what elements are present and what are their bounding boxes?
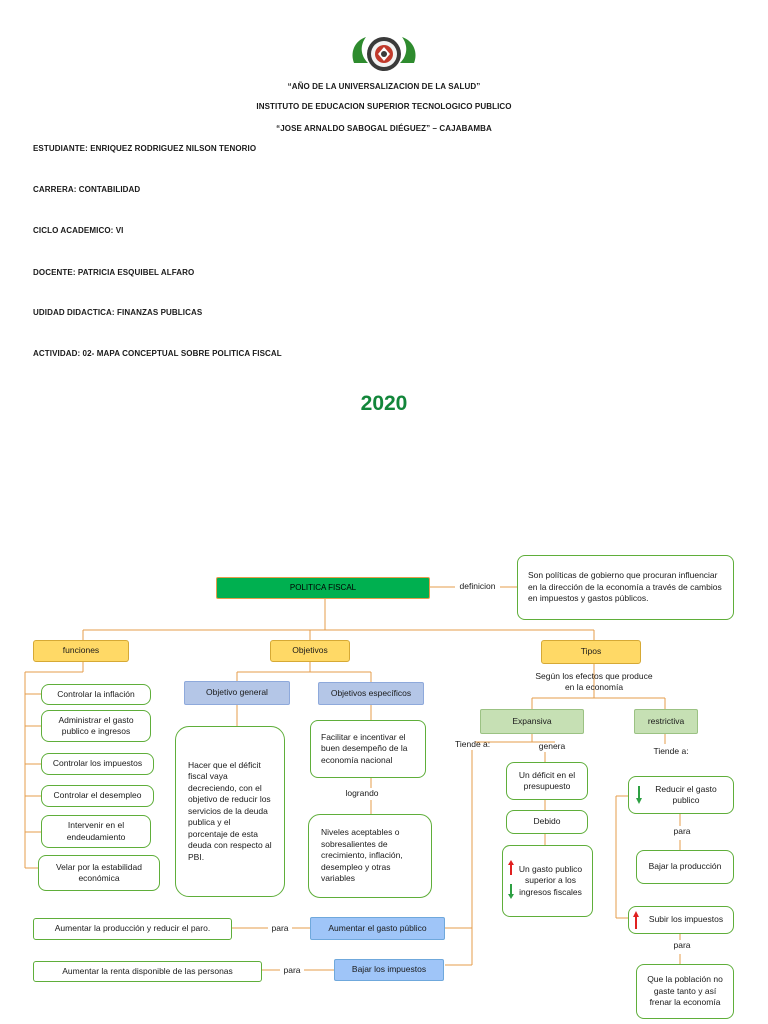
bajar-produccion-box: Bajar la producción bbox=[636, 850, 734, 884]
objetivo-general-title: Objetivo general bbox=[184, 681, 290, 705]
subir-impuestos-box: Subir los impuestos bbox=[628, 906, 734, 934]
debido-box: Debido bbox=[506, 810, 588, 834]
funcion-item: Controlar la inflación bbox=[41, 684, 151, 705]
definition-box: Son políticas de gobierno que procuran i… bbox=[517, 555, 734, 620]
link-para: para bbox=[283, 965, 301, 975]
link-logrando: logrando bbox=[345, 788, 379, 798]
funcion-item: Controlar los impuestos bbox=[41, 753, 154, 775]
arrow-up-icon bbox=[508, 860, 514, 875]
expansiva-tiende: Tiende a: bbox=[455, 739, 491, 749]
campus-name: “JOSE ARNALDO SABOGAL DIÉGUEZ” – CAJABAM… bbox=[276, 124, 492, 133]
teacher-line: DOCENTE: PATRICIA ESQUIBEL ALFARO bbox=[33, 268, 195, 277]
career-line: CARRERA: CONTABILIDAD bbox=[33, 185, 141, 194]
tipos-title: Tipos bbox=[541, 640, 641, 664]
arrow-down-icon bbox=[508, 884, 514, 899]
objetivo-especifico-text: Facilitar e incentivar el buen desempeño… bbox=[310, 720, 426, 778]
objetivos-title: Objetivos bbox=[270, 640, 350, 662]
year-title: 2020 bbox=[360, 392, 408, 415]
funcion-item: Velar por la estabilidad económica bbox=[38, 855, 160, 891]
arrow-up-icon bbox=[633, 911, 639, 929]
tipos-subtitle: Según los efectos que produce en la econ… bbox=[535, 671, 653, 693]
institute-logo bbox=[348, 33, 420, 75]
link-definicion: definicion bbox=[459, 581, 496, 591]
unit-line: UDIDAD DIDACTICA: FINANZAS PUBLICAS bbox=[33, 308, 203, 317]
aumentar-gasto-box: Aumentar el gasto público bbox=[310, 917, 445, 940]
reducir-gasto-text: Reducir el gasto publico bbox=[655, 783, 717, 805]
link-para: para bbox=[271, 923, 289, 933]
link-genera: genera bbox=[538, 741, 566, 751]
root-politica-fiscal: POLITICA FISCAL bbox=[216, 577, 430, 599]
subir-impuestos-text: Subir los impuestos bbox=[648, 914, 724, 925]
expansiva-title: Expansiva bbox=[480, 709, 584, 734]
restrictiva-tiende: Tiende a: bbox=[653, 746, 689, 756]
objetivos-especificos-title: Objetivos específicos bbox=[318, 682, 424, 705]
link-para: para bbox=[673, 940, 691, 950]
funciones-title: funciones bbox=[33, 640, 129, 662]
objetivo-result-text: Niveles aceptables o sobresalientes de c… bbox=[308, 814, 432, 898]
arrow-down-icon bbox=[636, 786, 642, 804]
aumentar-renta-box: Aumentar la renta disponible de las pers… bbox=[33, 961, 262, 982]
student-line: ESTUDIANTE: ENRIQUEZ RODRIGUEZ NILSON TE… bbox=[33, 144, 257, 153]
link-para: para bbox=[673, 826, 691, 836]
activity-line: ACTIVIDAD: 02- MAPA CONCEPTUAL SOBRE POL… bbox=[33, 349, 282, 358]
institute-name: INSTITUTO DE EDUCACION SUPERIOR TECNOLOG… bbox=[256, 102, 512, 111]
frenar-economia-box: Que la población no gaste tanto y así fr… bbox=[636, 964, 734, 1019]
cycle-line: CICLO ACADEMICO: VI bbox=[33, 226, 124, 235]
cause-text: Un gasto publico superior a los ingresos… bbox=[518, 863, 583, 897]
deficit-box: Un déficit en el presupuesto bbox=[506, 762, 588, 800]
objetivo-general-text: Hacer que el déficit fiscal vaya decreci… bbox=[175, 726, 285, 897]
bajar-impuestos-box: Bajar los impuestos bbox=[334, 959, 444, 981]
cause-box: Un gasto publico superior a los ingresos… bbox=[502, 845, 593, 917]
funcion-item: Controlar el desempleo bbox=[41, 785, 154, 807]
restrictiva-title: restrictiva bbox=[634, 709, 698, 734]
reducir-gasto-box: Reducir el gasto publico bbox=[628, 776, 734, 814]
aumentar-produccion-box: Aumentar la producción y reducir el paro… bbox=[33, 918, 232, 940]
funcion-item: Administrar el gasto publico e ingresos bbox=[41, 710, 151, 742]
motto: “AÑO DE LA UNIVERSALIZACION DE LA SALUD” bbox=[287, 82, 481, 91]
funcion-item: Intervenir en el endeudamiento bbox=[41, 815, 151, 848]
